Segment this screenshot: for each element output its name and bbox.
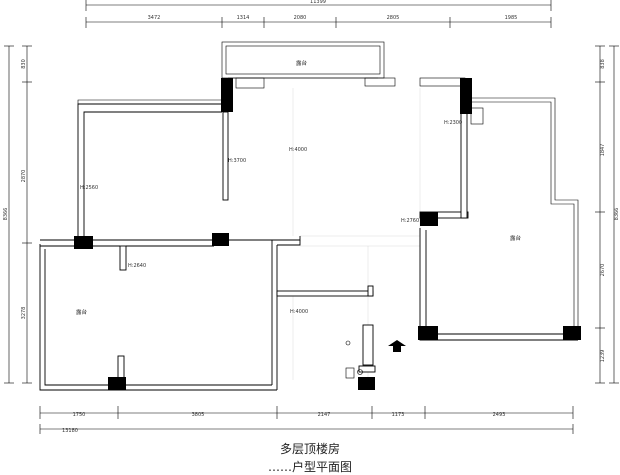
right-segment-4: 1239 [600, 350, 606, 363]
left-segment-1: 830 [21, 59, 27, 69]
height-left: H:2560 [80, 185, 98, 191]
bottom-segment-5: 2493 [493, 412, 506, 418]
ceiling-guides [292, 88, 421, 380]
top-segment-4: 2805 [387, 15, 400, 21]
right-segment-3: 2670 [600, 264, 606, 277]
left-segment-2: 2870 [21, 170, 27, 183]
plan-subtitle: ……户型平面图 [267, 460, 352, 474]
left-total-label: 8366 [3, 208, 9, 221]
top-dimension-total [85, 0, 552, 11]
top-dimension-segments [85, 17, 552, 28]
terrace-left-label: 露台 [76, 308, 88, 316]
right-segment-2: 1847 [600, 144, 606, 157]
height-center: H:4000 [289, 147, 307, 153]
fixtures [345, 340, 363, 379]
structural-columns [74, 78, 581, 390]
top-segment-2: 1314 [237, 15, 250, 21]
bottom-segment-3: 2147 [318, 412, 331, 418]
top-total-label: 11399 [310, 0, 326, 5]
bottom-segment-1: 1750 [73, 412, 86, 418]
right-dimension-segments [595, 45, 605, 384]
bottom-dimension-segments [39, 406, 574, 419]
bottom-segment-2: 3805 [192, 412, 205, 418]
height-center-column: H:3700 [228, 158, 246, 164]
left-segment-3: 3278 [21, 307, 27, 320]
height-right-top: H:2300 [444, 120, 462, 126]
right-dimension-total [609, 45, 619, 384]
terrace-top-label: 露台 [296, 59, 308, 67]
top-segment-5: 1985 [505, 15, 518, 21]
left-dimension-segments [22, 45, 32, 384]
right-segment-1: 838 [600, 59, 606, 69]
height-right: H:2760 [401, 218, 419, 224]
top-segment-1: 3472 [148, 15, 161, 21]
entrance-arrow-icon [388, 340, 406, 352]
bottom-segment-4: 1173 [392, 412, 405, 418]
bottom-dimension-total [39, 424, 574, 434]
walls [39, 103, 578, 391]
height-center-lower: H:4000 [290, 309, 308, 315]
height-left-lower: H:2640 [128, 263, 146, 269]
top-segment-3: 2080 [294, 15, 307, 21]
terraces [77, 41, 579, 334]
left-dimension-total [4, 45, 14, 384]
plan-title: 多层顶楼房 [279, 442, 340, 456]
terrace-right-label: 露台 [510, 234, 522, 242]
bottom-total-label: 13180 [62, 428, 78, 434]
right-total-label: 8366 [614, 208, 620, 221]
